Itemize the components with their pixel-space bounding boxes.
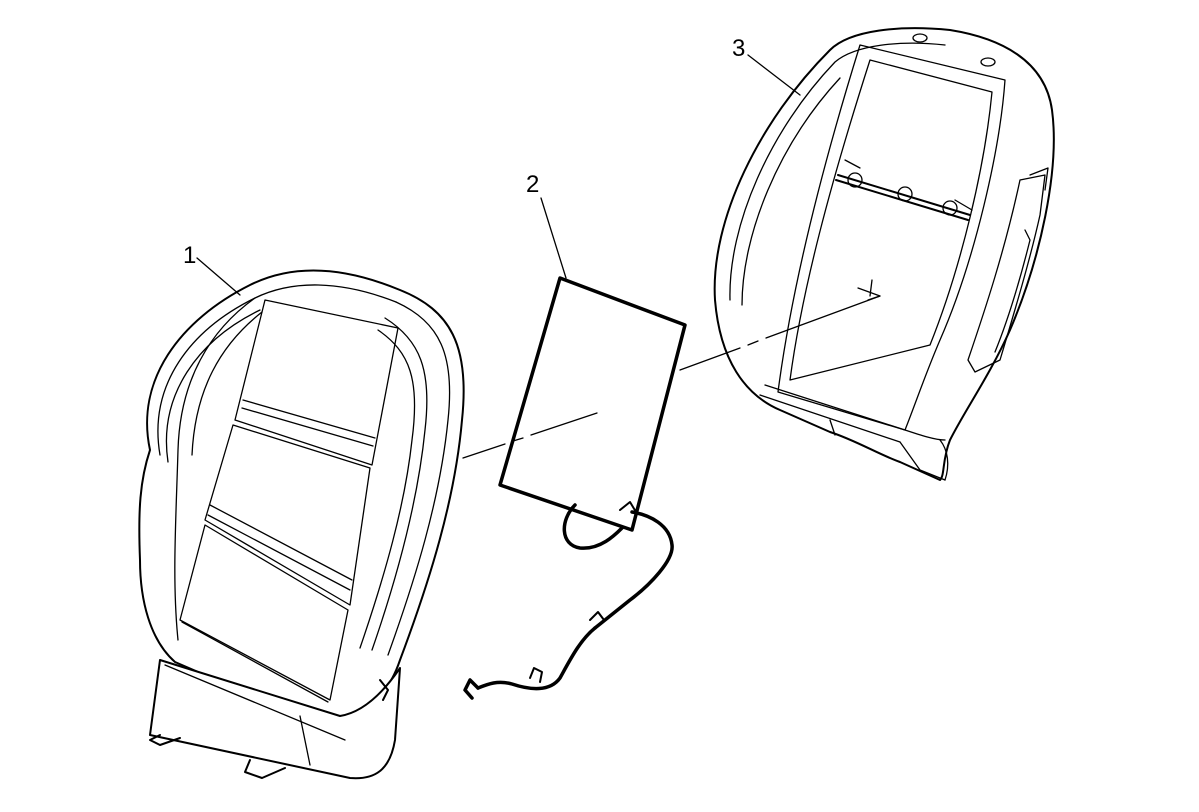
part-3-seat-back-frame [713,27,1055,481]
leader-line-2 [540,197,567,279]
part-2-heater-pad [463,276,687,700]
callout-labels: 1 2 3 [183,35,745,269]
callout-label-1: 1 [183,242,196,269]
callout-label-3: 3 [732,35,745,62]
part-1-seat-back-cover [138,269,465,780]
callout-leaders [196,54,801,296]
leader-line-3 [747,54,801,96]
leader-line-1 [196,257,241,296]
callout-label-2: 2 [526,171,539,198]
assembly-alignment-lines [462,279,881,459]
